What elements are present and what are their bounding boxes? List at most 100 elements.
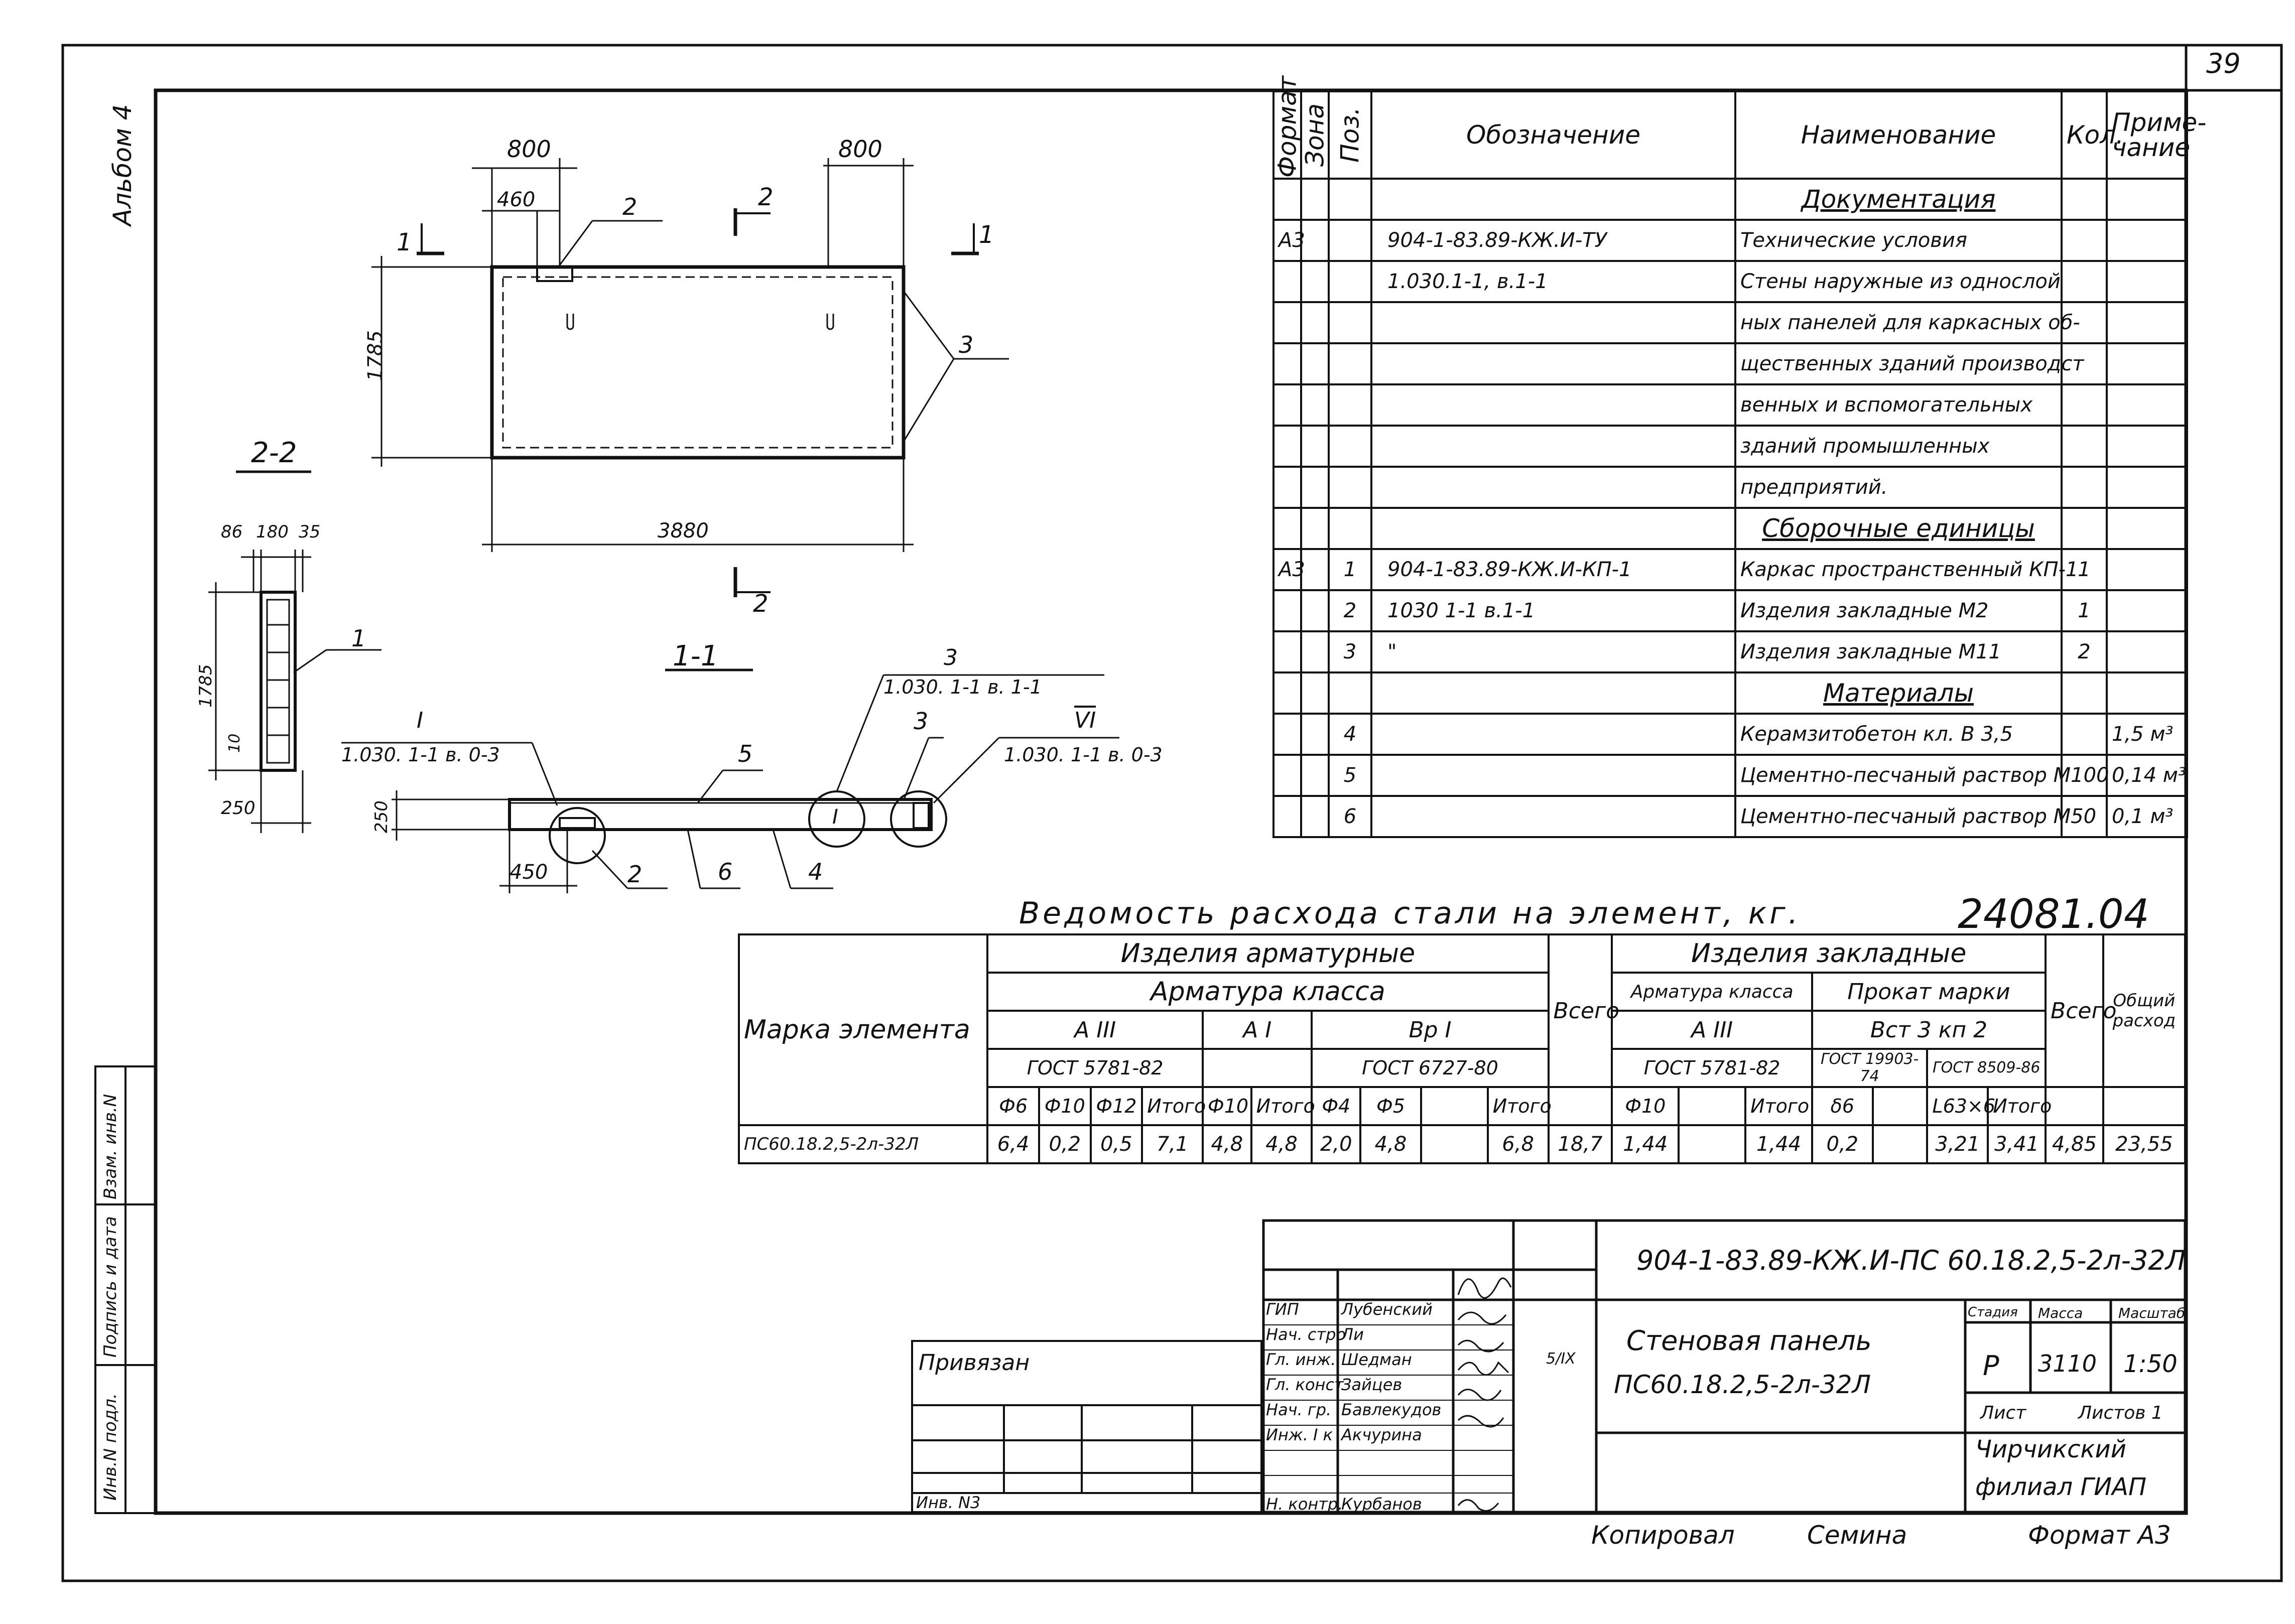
- spec-cell-designation: [1370, 507, 1736, 550]
- steel-subheader-cell: Ф10: [1611, 1086, 1680, 1126]
- node-3-label: 3: [944, 645, 958, 670]
- steel-subheader-cell: Итого: [1486, 1086, 1552, 1126]
- stamp-person: Лубенский: [1341, 1300, 1433, 1319]
- side-stamp-replace: Взам. инв.N: [100, 1094, 120, 1199]
- steel-subheader-cell: Ф5: [1359, 1086, 1422, 1126]
- doc-code: 24081.04: [1958, 891, 2149, 937]
- spec-cell-format: А3: [1272, 219, 1305, 262]
- spec-cell-designation: 904-1-83.89-КЖ.И-КП-1: [1370, 548, 1736, 591]
- stamp-sheet: Лист: [1980, 1403, 2026, 1423]
- spec-cell-qty: [2061, 466, 2108, 509]
- spec-row: венных и вспомогательных: [1272, 383, 2188, 427]
- signatures: [1457, 1277, 1512, 1512]
- main-stamp-frame: [1262, 1219, 2187, 1514]
- spec-cell-note: 1,5 м³: [2106, 713, 2188, 756]
- spec-cell-qty: 2: [2061, 630, 2108, 673]
- pos-label-4: 4: [808, 858, 823, 885]
- spec-cell-note: [2106, 507, 2188, 550]
- spec-cell-designation: [1370, 671, 1736, 715]
- section-label-1-1: 1-1: [673, 640, 719, 672]
- steel-h-embedded: Изделия закладные: [1611, 933, 2047, 974]
- steel-h-gost3: ГОСТ 19903-74: [1811, 1048, 1929, 1088]
- spec-cell-note: 0,1 м³: [2106, 795, 2188, 838]
- stamp-h-mass: Масса: [2038, 1305, 2083, 1321]
- spec-cell-format: [1272, 507, 1302, 550]
- spec-cell-note: [2106, 219, 2188, 262]
- spec-cell-designation: [1370, 425, 1736, 468]
- steel-value-cell: 0,5: [1089, 1124, 1143, 1164]
- spec-cell-pos: [1328, 178, 1372, 221]
- steel-h-emb-AIII: А III: [1611, 1010, 1813, 1050]
- steel-subheader-cell: Итого: [1987, 1086, 2052, 1126]
- spec-cell-qty: [2061, 383, 2108, 427]
- spec-row: зданий промышленных: [1272, 425, 2188, 468]
- steel-h-AIII: А III: [986, 1010, 1204, 1050]
- steel-value-cell: 18,7: [1547, 1124, 1613, 1164]
- spec-cell-pos: [1328, 342, 1372, 385]
- steel-value-cell: 2,0: [1311, 1124, 1362, 1164]
- spec-cell-note: [2106, 301, 2188, 344]
- stamp-org-2: филиал ГИАП: [1975, 1473, 2147, 1501]
- steel-subheader-cell: δ6: [1811, 1086, 1874, 1126]
- spec-cell-designation: [1370, 342, 1736, 385]
- dim-1785: 1785: [364, 330, 387, 381]
- spec-cell-pos: [1328, 219, 1372, 262]
- stamp-person: Акчурина: [1341, 1425, 1422, 1444]
- spec-cell-qty: [2061, 507, 2108, 550]
- dim-86: 86: [221, 522, 243, 542]
- spec-cell-designation: [1370, 754, 1736, 797]
- dim-22-250: 250: [221, 798, 256, 819]
- spec-cell-name: ных панелей для каркасных об-: [1734, 301, 2080, 344]
- spec-cell-zone: [1300, 219, 1330, 262]
- dim-22-10: 10: [226, 733, 243, 753]
- spec-cell-format: [1272, 260, 1302, 303]
- spec-cell-designation: ": [1370, 630, 1736, 673]
- steel-h-total: Всего: [1547, 933, 1619, 1088]
- spec-h-zone: Зона: [1301, 91, 1330, 179]
- spec-cell-name: щественных зданий производст: [1734, 342, 2084, 385]
- spec-cell-format: [1272, 754, 1302, 797]
- steel-subheader-cell: Ф12: [1089, 1086, 1143, 1126]
- steel-subheader-cell: Ф6: [986, 1086, 1040, 1126]
- steel-value-cell: 4,8: [1202, 1124, 1252, 1164]
- footer-copied: Копировал: [1591, 1521, 1735, 1550]
- spec-cell-pos: 1: [1328, 548, 1372, 591]
- steel-value-cell: [1871, 1124, 1929, 1164]
- steel-h-grand: Общий расход: [2102, 933, 2187, 1088]
- spec-cell-note: [2106, 260, 2188, 303]
- steel-subheader-cell: L63×6: [1926, 1086, 1995, 1126]
- steel-value-cell: 23,55: [2102, 1124, 2187, 1164]
- spec-cell-qty: 1: [2061, 589, 2108, 632]
- steel-value-cell: 3,21: [1926, 1124, 1989, 1164]
- pos-label-6: 6: [718, 858, 733, 885]
- steel-value-cell: 6,8: [1486, 1124, 1550, 1164]
- steel-h-rebar-class: Арматура класса: [986, 972, 1550, 1012]
- spec-cell-zone: [1300, 383, 1330, 427]
- steel-value-cell: 0,2: [1038, 1124, 1092, 1164]
- stamp-stage: Р: [1983, 1350, 1999, 1382]
- spec-row: ных панелей для каркасных об-: [1272, 301, 2188, 344]
- stamp-title-2: ПС60.18.2,5-2л-32Л: [1614, 1370, 1871, 1399]
- page-number: 39: [2206, 48, 2241, 79]
- spec-cell-name: Технические условия: [1734, 219, 2063, 262]
- steel-subheader-cell: Ф10: [1202, 1086, 1252, 1126]
- spec-cell-zone: [1300, 507, 1330, 550]
- spec-cell-qty: [2061, 795, 2108, 838]
- spec-h-format: Формат: [1272, 76, 1302, 179]
- spec-cell-zone: [1300, 548, 1330, 591]
- spec-cell-format: [1272, 425, 1302, 468]
- steel-subheader-cell: Итого: [1141, 1086, 1206, 1126]
- stamp-role: Нач. стро: [1266, 1325, 1346, 1344]
- album-label: Альбом 4: [108, 104, 137, 226]
- spec-cell-format: [1272, 795, 1302, 838]
- steel-h-vst: Вст 3 кп 2: [1811, 1010, 2047, 1050]
- steel-h-mark: Марка элемента: [737, 933, 989, 1126]
- spec-cell-format: [1272, 301, 1302, 344]
- section-2-2: [208, 470, 381, 833]
- steel-h-emb-class: Арматура класса: [1611, 972, 1813, 1012]
